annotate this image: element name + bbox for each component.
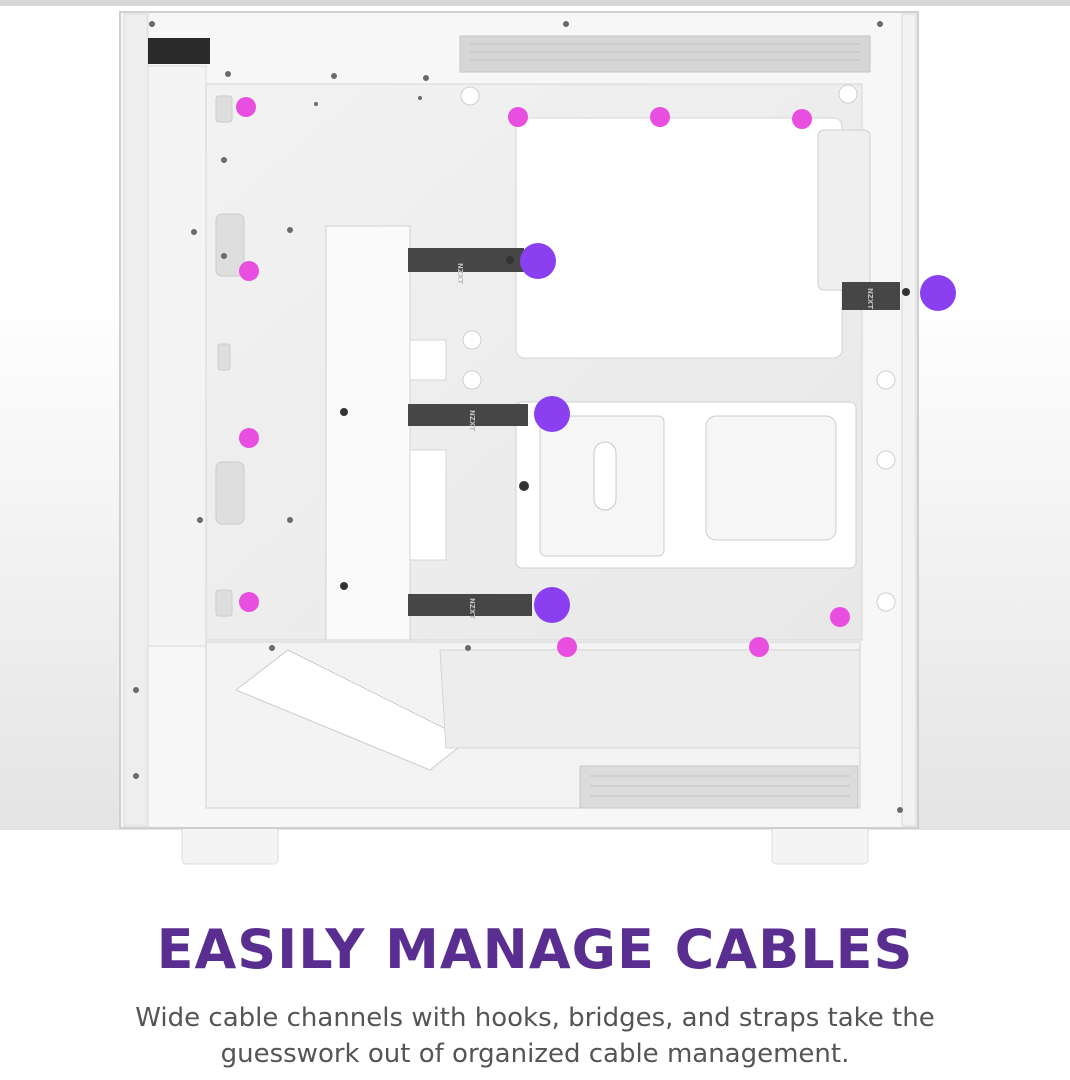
strap-label: NZXT: [468, 410, 476, 431]
cable-strap-middle: [408, 404, 528, 426]
strap-marker: [920, 275, 956, 311]
case-foot-left: [181, 825, 279, 865]
hook-marker: [508, 107, 528, 127]
strap-label: NZXT: [866, 288, 874, 309]
strap-marker: [534, 396, 570, 432]
description: Wide cable channels with hooks, bridges,…: [0, 1000, 1070, 1072]
case-right-rail: [901, 13, 917, 827]
strap-label: NZXT: [468, 598, 476, 619]
cable-strap-rear: [842, 282, 900, 310]
hook-marker: [650, 107, 670, 127]
headline: EASILY MANAGE CABLES: [156, 918, 914, 981]
hook-marker: [557, 637, 577, 657]
cable-channel-bar: [325, 225, 411, 641]
strap-marker: [534, 587, 570, 623]
strap-markers: [520, 243, 956, 623]
hook-marker: [239, 592, 259, 612]
cable-strap-top: [408, 248, 524, 272]
hook-marker: [236, 97, 256, 117]
rear-cover-plate: [515, 117, 843, 359]
hook-markers: [236, 97, 850, 657]
case-foot-right: [771, 825, 869, 865]
hook-marker: [239, 261, 259, 281]
description-line-1: Wide cable channels with hooks, bridges,…: [135, 1003, 935, 1033]
pc-case-illustration: NZXT NZXT NZXT NZXT: [0, 0, 1070, 865]
strap-label: NZXT: [456, 263, 464, 284]
top-bar: [0, 0, 1070, 6]
psu-cable-top: [148, 38, 210, 64]
psu-shroud-panel: [439, 649, 861, 749]
strap-marker: [520, 243, 556, 279]
hook-marker: [792, 109, 812, 129]
description-line-2: guesswork out of organized cable managem…: [220, 1039, 850, 1069]
cable-strap-group: [408, 248, 900, 616]
rear-fan: [817, 129, 871, 291]
front-intake-column: [147, 65, 207, 647]
psu-vent: [579, 765, 859, 809]
riser-slot-lower: [409, 449, 447, 561]
hook-marker: [239, 428, 259, 448]
drive-bay-right: [705, 415, 837, 541]
case-front-frame: [123, 13, 149, 827]
top-vent: [459, 35, 871, 73]
hook-marker: [749, 637, 769, 657]
riser-slot: [409, 339, 447, 381]
hook-marker: [830, 607, 850, 627]
cable-strap-bottom: [408, 594, 532, 616]
